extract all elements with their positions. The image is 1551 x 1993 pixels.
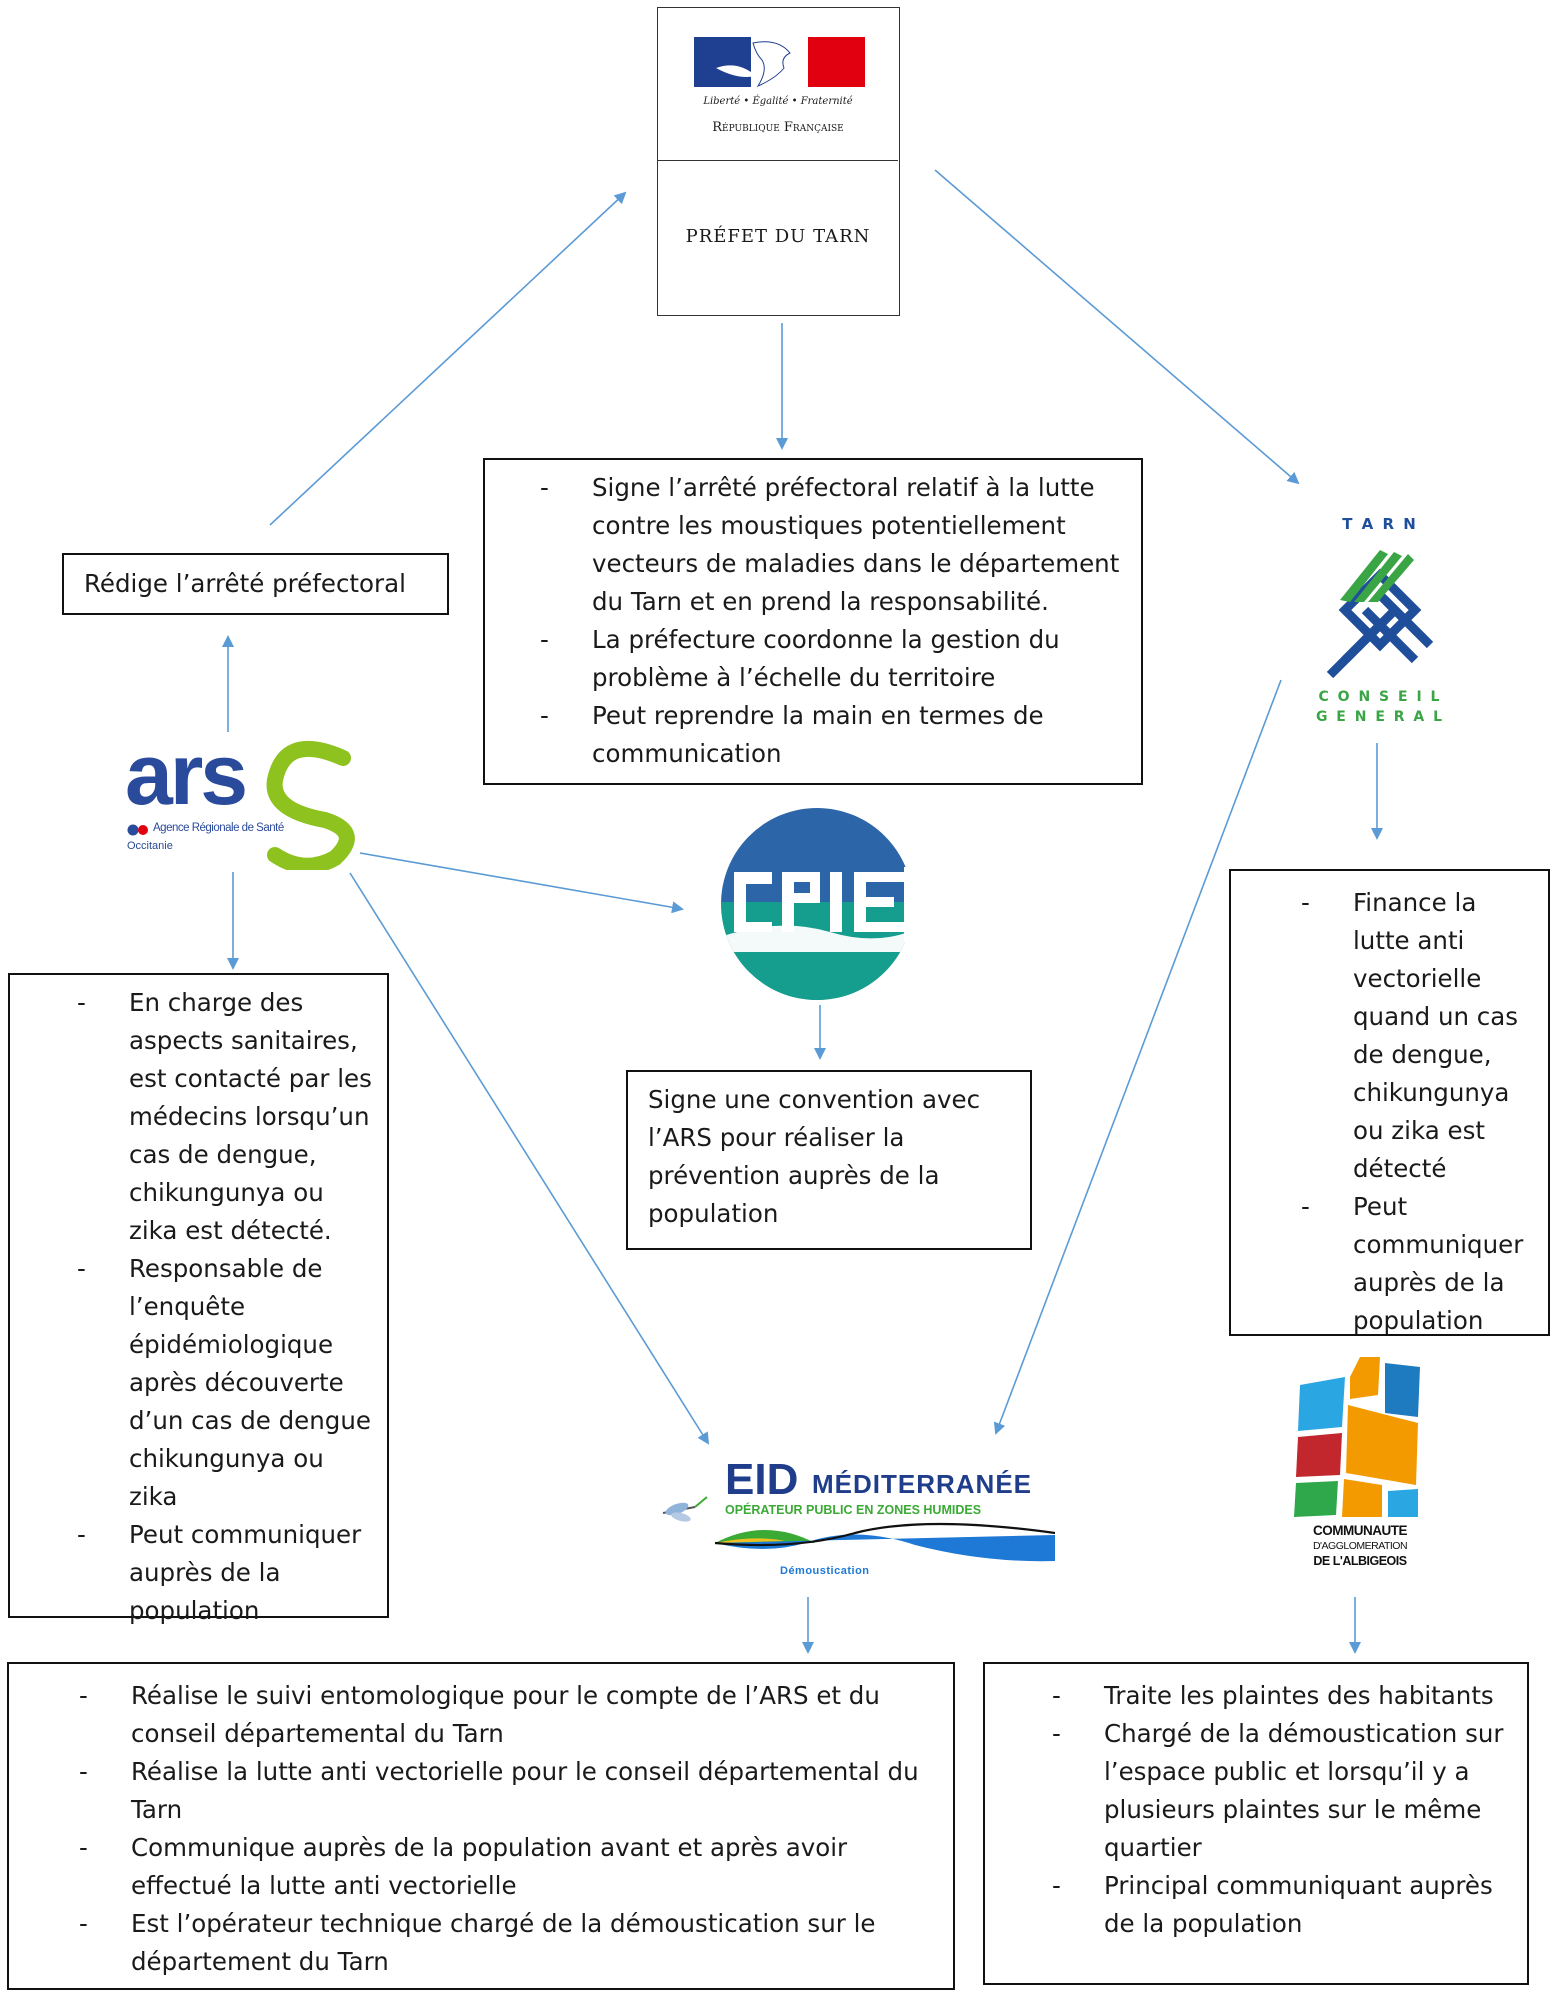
arrow-ars-to-eid [349,872,710,1445]
agglo-role-item-3: Principal communiquant auprès de la popu… [1052,1867,1507,1943]
mosquito-icon [662,1496,708,1522]
tarn-emblem-icon [1326,550,1434,679]
tarn-conseil: C O N S E I L [1318,689,1442,705]
ars-role-item-2: Responsable de l’enquête épidémiologique… [77,1250,373,1516]
agglo-mosaic-icon [1294,1357,1420,1517]
prefet-divider [658,160,898,161]
agglo-role-box: Traite les plaintes des habitants Chargé… [983,1662,1529,1985]
eid-role-item-3: Communique auprès de la population avant… [79,1829,933,1905]
ars-role-box: En charge des aspects sanitaires, est co… [8,973,389,1625]
agglo-logo: COMMUNAUTE D'AGGLOMERATION DE L'ALBIGEOI… [1290,1355,1430,1580]
ars-role-item-1: En charge des aspects sanitaires, est co… [77,984,373,1250]
prefet-republique: République Française [712,120,844,135]
arrow-ars-to-cpie [359,852,684,914]
arrow-redige-to-prefet [269,191,627,526]
tarn-role-box: Finance la lutte anti vectorielle quand … [1229,869,1550,1336]
prefet-motto: Liberté • Égalité • Fraternité [703,96,853,107]
arrow-tarn-to-eid [993,679,1282,1435]
tarn-general: G E N E R A L [1315,709,1445,725]
prefet-logo: Liberté • Égalité • Fraternité Républiqu… [657,7,900,316]
tarn-role-item-2: Peut communiquer auprès de la population [1301,1188,1538,1340]
prefet-role-item-2: La préfecture coordonne la gestion du pr… [540,621,1121,697]
eid-role-item-2: Réalise la lutte anti vectorielle pour l… [79,1753,933,1829]
agglo-line2: D'AGGLOMERATION [1312,1540,1408,1552]
cpie-logo [720,807,920,1002]
ars-letters: ars [125,727,248,823]
ars-region: Occitanie [127,840,173,852]
arrow-prefet-to-tarn [934,169,1300,485]
ars-tagline: Agence Régionale de Santé [153,822,284,834]
ars-dots-icon [127,824,148,836]
ars-role-item-3: Peut communiquer auprès de la population [77,1516,373,1630]
prefet-title: PRÉFET DU TARN [685,226,871,247]
eid-waves-icon [714,1522,1055,1562]
prefet-role-item-3: Peut reprendre la main en termes de comm… [540,697,1121,773]
eid-subtitle: OPÉRATEUR PUBLIC EN ZONES HUMIDES [725,1503,982,1517]
agglo-role-item-1: Traite les plaintes des habitants [1052,1677,1507,1715]
agglo-line1: COMMUNAUTE [1313,1523,1408,1538]
cpie-globe-icon [721,808,920,1000]
eid-logo: EID MÉDITERRANÉE OPÉRATEUR PUBLIC EN ZON… [655,1455,1055,1585]
ars-logo: ars Agence Régionale de Santé Occitanie [125,727,355,870]
eid-role-item-4: Est l’opérateur technique chargé de la d… [79,1905,933,1981]
eid-role-box: Réalise le suivi entomologique pour le c… [7,1662,955,1990]
marianne-flag-icon [694,37,865,88]
prefet-role-item-1: Signe l’arrêté préfectoral relatif à la … [540,469,1121,621]
tarn-top-label: T A R N [1342,515,1418,533]
ars-s-swoosh-icon [266,741,355,870]
agglo-role-item-2: Chargé de la démoustication sur l’espace… [1052,1715,1507,1867]
cpie-role-text: Signe une convention avec l’ARS pour réa… [648,1085,981,1228]
prefet-role-box-list: Signe l’arrêté préfectoral relatif à la … [483,458,1143,785]
eid-name: EID [725,1455,799,1504]
redige-text: Rédige l’arrêté préfectoral [84,569,406,598]
eid-role-item-1: Réalise le suivi entomologique pour le c… [79,1677,933,1753]
tarn-role-item-1: Finance la lutte anti vectorielle quand … [1301,884,1538,1188]
redige-box: Rédige l’arrêté préfectoral [62,553,449,615]
tarn-logo: T A R N C O N S E I L G E N E R A L [1310,515,1450,730]
cpie-role-box: Signe une convention avec l’ARS pour réa… [626,1070,1032,1250]
eid-tag: Démoustication [780,1565,870,1577]
agglo-line3: DE L'ALBIGEOIS [1313,1554,1407,1568]
eid-name2: MÉDITERRANÉE [812,1469,1033,1499]
